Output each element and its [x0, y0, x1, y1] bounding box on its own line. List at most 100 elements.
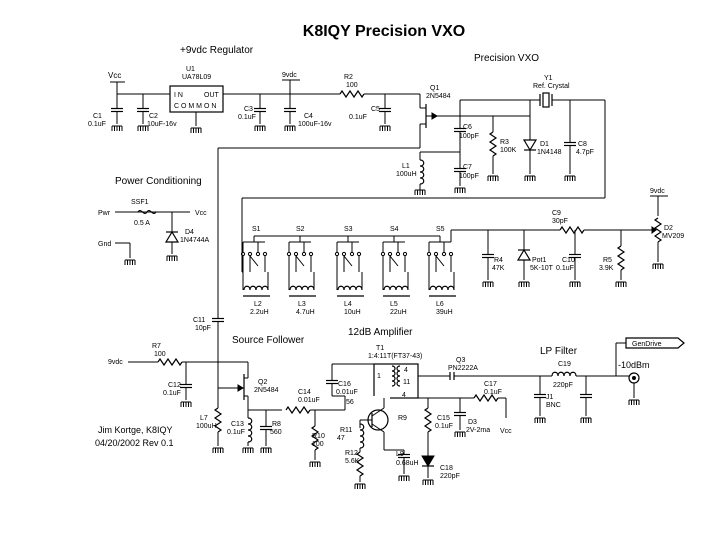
gendrive-label: GenDrive — [632, 341, 662, 348]
r2-ref: R2 — [344, 74, 353, 81]
section-power-label: Power Conditioning — [115, 176, 202, 187]
c2-ref: C2 — [149, 113, 158, 120]
switch-s3 — [334, 241, 362, 273]
r9-value: 100 — [312, 441, 324, 448]
vcc-label-3: Vcc — [500, 428, 512, 435]
c3-value: 0.1uF — [238, 114, 256, 121]
t1-transformer — [373, 363, 419, 399]
l4-value: 10uH — [344, 309, 361, 316]
c6-ref: C6 — [463, 124, 472, 131]
r2-value: 100 — [346, 82, 358, 89]
r8-value: 0.01uF — [298, 397, 320, 404]
c16-value: PN2222A — [448, 365, 478, 372]
inductor-l3 — [289, 285, 315, 291]
pot1-value: MV209 — [662, 233, 684, 240]
t1-tap-11: 11 — [403, 379, 410, 386]
q1-ref: Q1 — [430, 85, 439, 92]
l2-ref: L2 — [254, 301, 262, 308]
r7-ref: R7 — [152, 343, 161, 350]
r10-value: 5.6K — [345, 458, 360, 465]
u1-ref: U1 — [186, 66, 195, 73]
t1-tap-1: 1 — [377, 373, 381, 380]
d3-value: 220pF — [440, 473, 460, 480]
c11-ref: C11 — [193, 317, 205, 324]
switch-s5 — [426, 241, 454, 273]
d2-value: 5K-10T — [530, 265, 554, 272]
r3-value: 100K — [500, 147, 517, 154]
s1-label: S1 — [252, 226, 261, 233]
author-date: 04/20/2002 Rev 0.1 — [95, 438, 174, 448]
vcc-label-2: Vcc — [195, 210, 207, 217]
r12-value: 0.1uF — [435, 423, 453, 430]
switch-s4 — [380, 241, 408, 273]
page-title: K8IQY Precision VXO — [303, 23, 465, 40]
c15-ref: L9 — [396, 451, 404, 458]
switch-s1 — [240, 241, 268, 273]
q2-value: 2N5484 — [254, 387, 279, 394]
s5-label: S5 — [436, 226, 445, 233]
c7-value: 100pF — [459, 173, 479, 180]
gendrive-port — [625, 337, 685, 349]
c14-value: 0.01uF — [336, 389, 358, 396]
vcc-label-1: Vcc — [108, 71, 121, 80]
r3-ref: R3 — [500, 139, 509, 146]
gnd-label: Gnd — [98, 241, 111, 248]
c9-ref: R4 — [494, 257, 503, 264]
d2-ref: Pot1 — [532, 257, 547, 264]
s3-label: S3 — [344, 226, 353, 233]
l3-ref: L3 — [298, 301, 306, 308]
s4-label: S4 — [390, 226, 399, 233]
s2-label: S2 — [296, 226, 305, 233]
d1-value: 1N4148 — [537, 149, 562, 156]
section-amp-label: 12dB Amplifier — [348, 327, 413, 338]
c17-ref: D3 — [468, 419, 477, 426]
r8-ref: C14 — [298, 389, 311, 396]
c5-ref: C5 — [371, 106, 380, 113]
c13-value: 560 — [270, 429, 282, 436]
d4-ref: D4 — [185, 229, 194, 236]
l7-value: 0.1uF — [227, 429, 245, 436]
y1-ref: Y1 — [544, 75, 553, 82]
9vdc-label-3: 9vdc — [108, 359, 123, 366]
r5-ref: R5 — [603, 257, 612, 264]
c1-value: 0.1uF — [88, 121, 106, 128]
q3-part: 56 — [346, 399, 354, 406]
d1-ref: D1 — [540, 141, 549, 148]
t1-tap-4b: 4 — [402, 392, 406, 399]
section-follower-label: Source Follower — [232, 335, 305, 346]
t1-value: 1:4:11T(FT37-43) — [368, 353, 422, 360]
c5-value: 0.1uF — [349, 114, 367, 121]
c18-ref: J1 — [546, 394, 554, 401]
inductor-l5 — [383, 285, 409, 291]
u1-part: UA78L09 — [182, 74, 211, 81]
inductor-l6 — [429, 285, 455, 291]
9vdc-label-2: 9vdc — [650, 188, 665, 195]
pot1-ref: D2 — [664, 225, 673, 232]
l1-value: 100uH — [396, 171, 417, 178]
r9-ref: R10 — [312, 433, 325, 440]
c13-ref: R8 — [272, 421, 281, 428]
d3-ref: C18 — [440, 465, 453, 472]
d4-value: 1N4744A — [180, 237, 210, 244]
c8-value: 4.7pF — [576, 149, 594, 156]
l5-ref: L5 — [390, 301, 398, 308]
section-vxo-label: Precision VXO — [474, 53, 539, 64]
r10-ref: R12 — [345, 450, 358, 457]
t1-ref: T1 — [376, 345, 384, 352]
l1-ref: L1 — [402, 163, 410, 170]
section-lpf-label: LP Filter — [540, 346, 578, 357]
section-regulator-label: +9vdc Regulator — [180, 45, 254, 56]
c18-value: BNC — [546, 402, 561, 409]
r7-value: 100 — [154, 351, 166, 358]
c4-value: 100uF-16v — [298, 121, 332, 128]
r11-value: 0.1uF — [484, 389, 502, 396]
l5-value: 22uH — [390, 309, 407, 316]
ssf1-ref: SSF1 — [131, 199, 149, 206]
inductor-l4 — [337, 285, 363, 291]
ssf1-value: 0.5 A — [134, 220, 150, 227]
c12-ref: C12 — [168, 382, 181, 389]
c17-value: 2V-2ma — [466, 427, 490, 434]
switch-s2 — [286, 241, 314, 273]
r6-ref: L7 — [200, 415, 208, 422]
